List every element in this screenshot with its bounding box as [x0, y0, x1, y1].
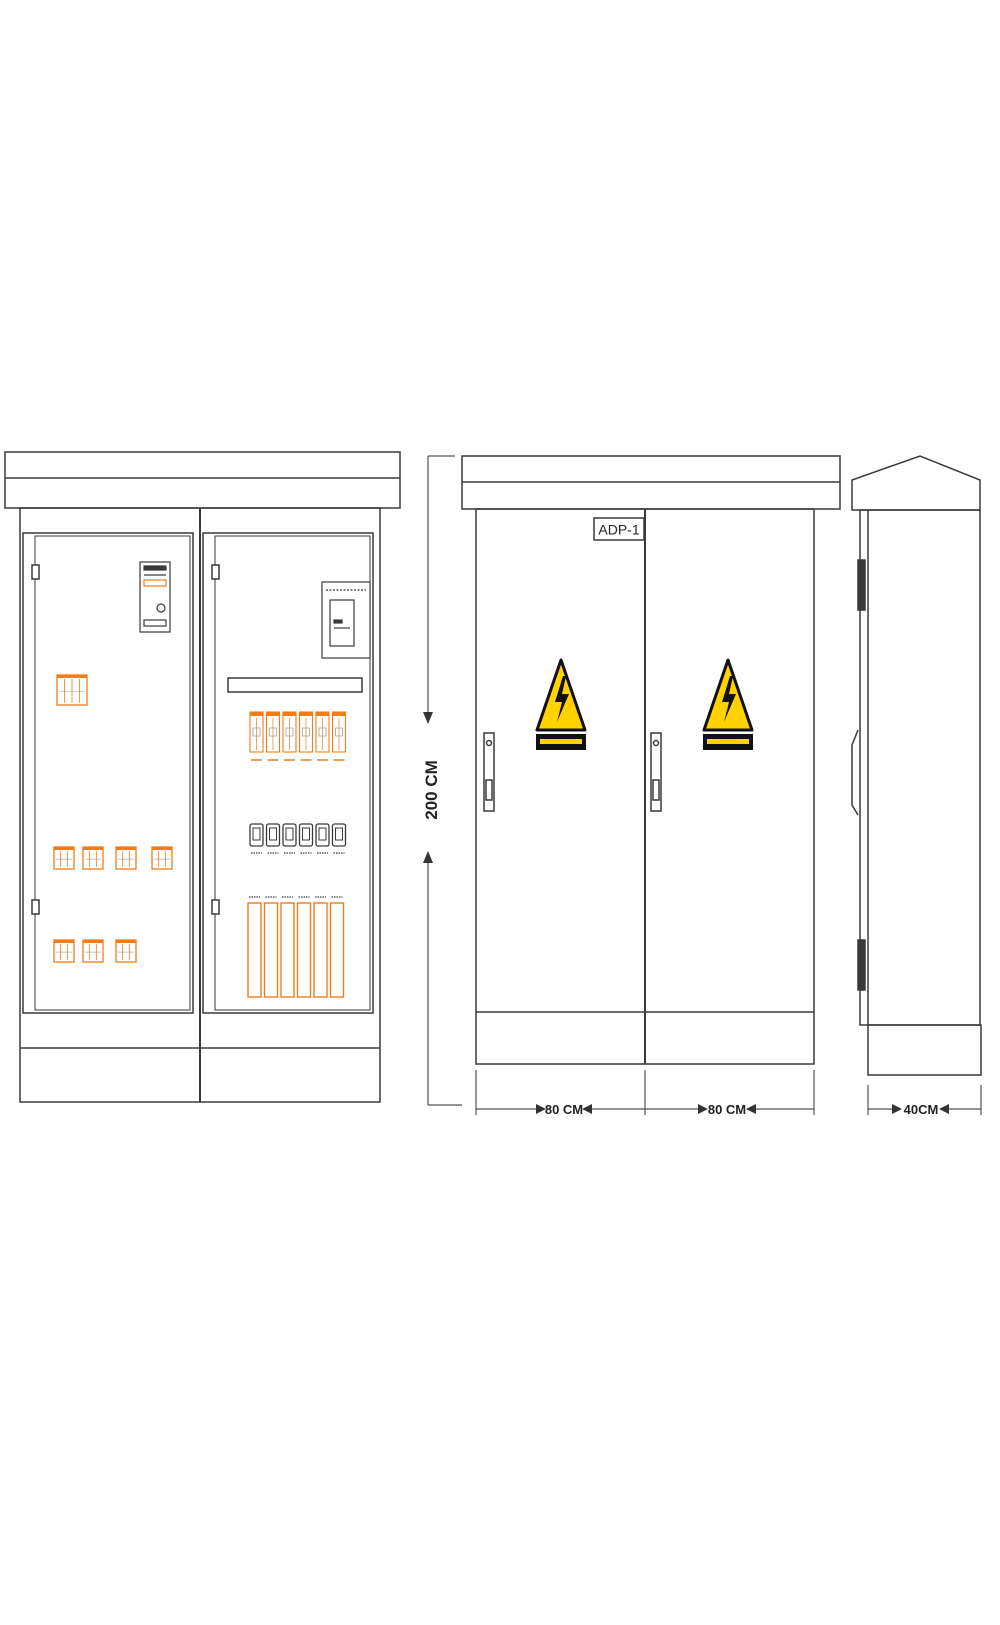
energy-meter-icon [139, 561, 171, 633]
main-switch-icon [321, 581, 371, 659]
side-roof [851, 455, 981, 511]
hinge-icon [31, 564, 40, 580]
modular-breaker-icon [265, 711, 281, 761]
circuit-breaker-icon [115, 939, 137, 963]
arrow-right-icon [892, 1104, 902, 1114]
circuit-breaker-icon [82, 939, 104, 963]
modular-breaker-icon [282, 711, 297, 761]
left-breaker-area [53, 674, 173, 963]
door-handle-icon [483, 732, 495, 812]
circuit-breaker-icon [56, 674, 88, 706]
arrow-left-icon [746, 1104, 756, 1114]
arrow-right-icon [698, 1104, 708, 1114]
door-handle-icon [650, 732, 662, 812]
fuse-holder-icon [282, 823, 297, 854]
fuse-holder-icon [265, 823, 281, 854]
left-compartment [22, 532, 194, 1014]
fuse-base-icon [247, 896, 262, 998]
panel-label: ADP-1 [598, 522, 639, 538]
modular-breaker-icon [331, 711, 347, 761]
side-view [851, 455, 982, 1076]
modular-breaker-icon [315, 711, 330, 761]
height-dimension [423, 455, 462, 1106]
fuse-base-icon [313, 896, 328, 998]
right-compartment [202, 532, 374, 1014]
width-left-label: 80 CM [545, 1102, 583, 1117]
hinge-icon [211, 564, 220, 580]
modular-breaker-icon [298, 711, 314, 761]
hinge-icon [211, 899, 220, 915]
fuse-base-row [247, 896, 345, 998]
modular-breaker-row [249, 711, 347, 761]
width-dimensions [475, 1070, 982, 1115]
arrow-left-icon [582, 1104, 592, 1114]
high-voltage-warning-icon [702, 658, 754, 750]
depth-label: 40CM [904, 1102, 939, 1117]
fuse-base-icon [329, 896, 345, 998]
arrow-left-icon [939, 1104, 949, 1114]
fuse-holder-icon [249, 823, 264, 854]
fuse-holder-icon [315, 823, 330, 854]
arrow-down-icon [423, 712, 433, 724]
circuit-breaker-icon [115, 846, 137, 870]
busbar [227, 677, 363, 693]
front-internal-view [4, 451, 401, 1103]
high-voltage-warning-icon [535, 658, 587, 750]
side-body [859, 509, 981, 1026]
fuse-holder-row [249, 823, 347, 854]
warning-signs [535, 658, 754, 750]
door-external-view [461, 455, 841, 1065]
circuit-breaker-icon [53, 939, 75, 963]
arrow-right-icon [536, 1104, 546, 1114]
circuit-breaker-icon [53, 846, 75, 870]
circuit-breaker-icon [151, 846, 173, 870]
width-right-label: 80 CM [708, 1102, 746, 1117]
hinge-icon [31, 899, 40, 915]
panel-label-frame [593, 517, 645, 541]
modular-breaker-icon [249, 711, 264, 761]
fuse-holder-icon [331, 823, 347, 854]
arrow-up-icon [423, 851, 433, 863]
circuit-breaker-icon [82, 846, 104, 870]
fuse-base-icon [280, 896, 295, 998]
fuse-base-icon [296, 896, 312, 998]
height-label: 200 CM [422, 760, 441, 820]
fuse-holder-icon [298, 823, 314, 854]
fuse-base-icon [263, 896, 279, 998]
side-base [867, 1024, 982, 1076]
front-roof [4, 451, 401, 509]
